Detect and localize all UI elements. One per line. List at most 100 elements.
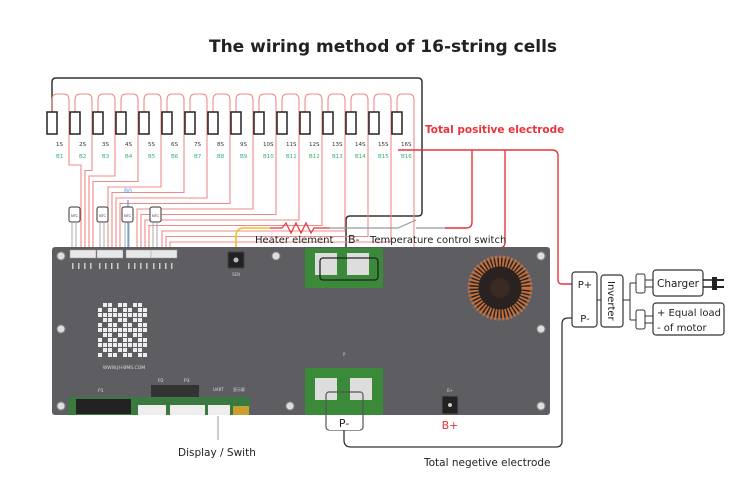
balance-connector — [96, 249, 124, 259]
website-label: WWW.JH-BMS.COM — [103, 365, 145, 371]
qr-cell — [128, 313, 132, 317]
qr-cell — [113, 328, 117, 332]
cell-string: 1SB12SB23SB34SB45SB56SB67SB78SB89SB910SB… — [46, 111, 412, 160]
balance-label: B1 — [56, 154, 63, 160]
qr-cell — [143, 313, 147, 317]
qr-cell — [113, 313, 117, 317]
qr-cell — [128, 323, 132, 327]
balance-label: B5 — [148, 154, 156, 160]
balance-wire — [148, 93, 323, 252]
display-connector[interactable] — [208, 405, 230, 415]
cell-icon — [345, 111, 357, 135]
qr-cell — [113, 308, 117, 312]
qr-cell — [118, 333, 122, 337]
qr-cell — [138, 338, 142, 342]
balance-label: B16 — [401, 154, 412, 160]
qr-cell — [103, 343, 107, 347]
cell-label: 10S — [263, 142, 274, 148]
qr-code — [98, 303, 150, 358]
mounting-hole — [56, 401, 66, 411]
uart-connector[interactable] — [233, 406, 249, 415]
inverter-box — [600, 274, 624, 328]
b-minus-terminal[interactable] — [347, 253, 369, 275]
p1-label: P1 — [98, 388, 104, 394]
ntc-sensor-icon — [68, 206, 81, 223]
balance-label: B7 — [194, 154, 202, 160]
p-minus-terminal[interactable] — [315, 378, 337, 400]
ntc-sensor-icon — [149, 206, 162, 223]
qr-cell — [118, 303, 122, 307]
qr-cell — [108, 323, 112, 327]
qr-cell — [98, 338, 102, 342]
p3-connector[interactable] — [176, 385, 199, 399]
p1-connector[interactable] — [76, 399, 131, 414]
p2-connector[interactable] — [151, 385, 176, 399]
balance-label: B12 — [309, 154, 320, 160]
bottom-connector[interactable] — [138, 405, 166, 415]
qr-cell — [143, 308, 147, 312]
equal-load-label-1: + Equal load — [657, 308, 721, 319]
qr-cell — [108, 333, 112, 337]
qr-cell — [128, 308, 132, 312]
qr-cell — [108, 313, 112, 317]
cell-label: 16S — [401, 142, 412, 148]
b-minus-terminal[interactable] — [315, 253, 337, 275]
p-minus-label: P- — [339, 417, 349, 430]
qr-cell — [123, 343, 127, 347]
qr-cell — [118, 328, 122, 332]
mounting-holes — [56, 251, 546, 411]
qr-cell — [118, 313, 122, 317]
mounting-hole — [56, 251, 66, 261]
cell-icon — [46, 111, 58, 135]
b0-label: B0 — [124, 188, 132, 195]
balance-label: B15 — [378, 154, 389, 160]
pin-label-mark — [134, 263, 136, 269]
balance-label: B6 — [171, 154, 179, 160]
pin-label-mark — [99, 263, 101, 269]
pin-label-mark — [128, 263, 130, 269]
qr-cell — [103, 303, 107, 307]
qr-cell — [113, 338, 117, 342]
p-minus-terminal[interactable] — [350, 378, 372, 400]
cell-label: 11S — [286, 142, 297, 148]
total-positive-wire — [398, 149, 572, 285]
bottom-connector[interactable] — [170, 405, 205, 415]
cell-label: 15S — [378, 142, 389, 148]
mounting-hole — [271, 251, 281, 261]
ntc-label: NTC — [99, 214, 107, 218]
cell-icon — [184, 111, 196, 135]
qr-cell — [138, 313, 142, 317]
balance-wire — [119, 93, 231, 252]
cell-label: 13S — [332, 142, 343, 148]
qr-cell — [108, 353, 112, 357]
cell: 16S B16 — [391, 111, 412, 160]
qr-cell — [123, 303, 127, 307]
equal-load-label-2: - of motor — [657, 323, 708, 334]
cell-label: 6S — [171, 142, 178, 148]
balance-label: B4 — [125, 154, 133, 160]
temp-switch-wire — [445, 150, 473, 229]
qr-cell — [143, 338, 147, 342]
temp-switch-icon — [330, 219, 445, 229]
pin-label-mark — [165, 263, 167, 269]
mounting-hole — [536, 401, 546, 411]
qr-cell — [123, 338, 127, 342]
bms-board — [52, 247, 550, 415]
cell: 7S B7 — [184, 111, 202, 160]
p-minus-right-label: P- — [580, 314, 590, 325]
qr-cell — [143, 328, 147, 332]
cell-label: 7S — [194, 142, 201, 148]
cell-icon — [391, 111, 403, 135]
pin-label-mark — [84, 263, 86, 269]
ntc-label: NTC — [152, 214, 160, 218]
qr-cell — [123, 308, 127, 312]
qr-cell — [113, 353, 117, 357]
qr-cell — [123, 328, 127, 332]
qr-cell — [138, 348, 142, 352]
qr-cell — [103, 328, 107, 332]
cell-label: 4S — [125, 142, 132, 148]
